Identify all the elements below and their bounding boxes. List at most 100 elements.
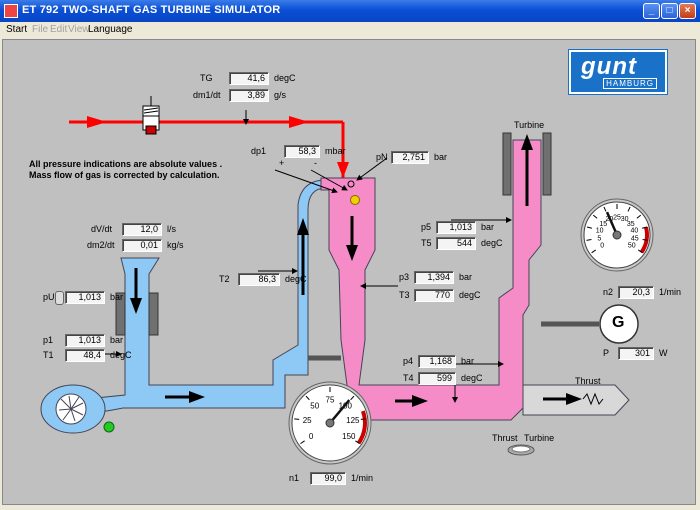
generator: [599, 304, 639, 344]
readout-dm2dt-unit: kg/s: [167, 240, 184, 250]
generator-label: G: [612, 314, 625, 331]
gauge-n1-tick-label: 25: [303, 416, 312, 425]
readout-t2-unit: degC: [285, 274, 307, 284]
readout-dvdt-unit: l/s: [167, 224, 176, 234]
readout-tg-unit: degC: [274, 73, 296, 83]
gauge-n1-needle: [329, 399, 351, 424]
readout-p5-unit: bar: [481, 222, 495, 232]
readout-p3-unit: bar: [459, 272, 473, 282]
title-bar: ET 792 TWO-SHAFT GAS TURBINE SIMULATOR _…: [0, 0, 700, 22]
readout-tg-label: TG: [200, 73, 213, 83]
maximize-button[interactable]: □: [661, 3, 678, 19]
gauge-n2-tick: [638, 249, 643, 254]
readout-t5-label: T5: [421, 238, 432, 248]
gauge-n2-tick-label: 35: [627, 221, 635, 228]
gauge-n1-tick-label: 75: [326, 396, 335, 405]
gauge-n2-tick-label: 5: [597, 235, 601, 242]
gauge-n2-tick-label: 40: [630, 228, 638, 235]
svg-text:+: +: [279, 158, 284, 168]
gauge-n1-tick: [355, 440, 360, 445]
gunt-logo: gunt HAMBURG: [569, 50, 667, 94]
logo-brand: gunt: [581, 53, 637, 80]
readout-pn-unit: bar: [434, 152, 448, 162]
gauge-n1-tick: [350, 395, 355, 401]
readout-tg-value: 41,6: [229, 72, 269, 85]
app-icon: [4, 4, 18, 18]
readout-t4-value: 599: [418, 372, 456, 385]
gauge-n1-tick: [305, 395, 310, 401]
readout-p1-unit: bar: [110, 335, 124, 345]
readout-t2-value: 86,3: [238, 273, 280, 286]
readout-p3-label: p3: [399, 272, 410, 282]
readout-p4-unit: bar: [461, 356, 475, 366]
fuel-line: [69, 116, 349, 180]
readout-p4-value: 1,168: [418, 355, 456, 368]
readout-p1-value: 1,013: [65, 334, 105, 347]
readout-pn-label: pN: [376, 152, 388, 162]
fuel-valve: [142, 96, 160, 135]
gauge-n2: 05101520253035404550: [580, 198, 654, 272]
readout-p-label: P: [603, 348, 610, 358]
readout-n2-label: n2: [603, 287, 614, 297]
readout-p3-value: 1,394: [414, 271, 454, 284]
readout-p5-value: 1,013: [436, 221, 476, 234]
gauge-n2-tick-label: 10: [596, 228, 604, 235]
close-button[interactable]: ×: [679, 3, 696, 19]
readout-dm1dt-label: dm1/dt: [193, 90, 221, 100]
gauge-n1-tick-label: 150: [342, 432, 356, 441]
readout-dm2dt-value: 0,01: [122, 239, 162, 252]
gauge-n2-tick-label: 30: [621, 216, 629, 223]
thrust-turbine-switch[interactable]: [507, 444, 535, 456]
readout-pu-label: pU: [43, 292, 55, 302]
gauge-n2-tick-label: 25: [613, 214, 621, 221]
menu-file[interactable]: File: [32, 24, 49, 35]
gauge-n1-tick: [300, 440, 305, 445]
readout-pu-unit: bar: [110, 292, 124, 302]
readout-dm1dt-value: 3,89: [229, 89, 269, 102]
gauge-n1-tick: [294, 418, 300, 420]
readout-t4-unit: degC: [461, 373, 483, 383]
readout-dvdt-label: dV/dt: [91, 224, 113, 234]
readout-t5-value: 544: [436, 237, 476, 250]
gauge-n2-tick-label: 0: [600, 243, 604, 250]
menu-edit[interactable]: Edit: [50, 24, 68, 35]
readout-t4-label: T4: [403, 373, 414, 383]
readout-dp1-unit: mbar: [325, 146, 346, 156]
thrust-label: Thrust: [575, 376, 601, 386]
gauge-n2-tick: [586, 226, 593, 229]
flow-arrows: [130, 134, 604, 407]
menu-bar: Start File Edit View Language: [0, 22, 700, 38]
status-led: [103, 421, 115, 433]
switch-turbine-label: Turbine: [524, 433, 555, 443]
readout-t2-label: T2: [219, 274, 230, 284]
simulator-panel: +- 0255075100125150 05101520253035404550…: [2, 39, 696, 505]
logo-sub: HAMBURG: [603, 78, 657, 89]
gauge-n1-tick-label: 125: [346, 416, 360, 425]
gauge-n2-tick: [591, 249, 596, 254]
readout-t5-unit: degC: [481, 238, 503, 248]
readout-t3-label: T3: [399, 290, 410, 300]
readout-pn-value: 2,751: [391, 151, 429, 164]
readout-t1-unit: degC: [110, 350, 132, 360]
readout-dp1-value: 58,3: [284, 145, 320, 158]
pu-adjust-knob[interactable]: [55, 291, 64, 305]
menu-start[interactable]: Start: [6, 24, 28, 35]
gauge-n2-tick: [627, 206, 631, 212]
readout-dm2dt-label: dm2/dt: [87, 240, 115, 250]
menu-view[interactable]: View: [68, 24, 90, 35]
gauge-n1-tick-label: 50: [310, 401, 319, 410]
readout-p-unit: W: [659, 348, 668, 358]
readout-n2-unit: 1/min: [659, 287, 682, 297]
air-flow-path: [40, 179, 327, 434]
readout-t3-unit: degC: [459, 290, 481, 300]
gauge-n2-tick: [641, 226, 648, 229]
menu-language[interactable]: Language: [88, 24, 133, 35]
gauge-n1: 0255075100125150: [288, 381, 372, 465]
gauge-n2-tick: [586, 239, 592, 241]
gauge-n1-red-zone: [356, 410, 367, 445]
readout-n1-value: 99,0: [310, 472, 346, 485]
gauge-n1-tick: [360, 418, 366, 420]
pressure-note: All pressure indications are absolute va…: [29, 159, 223, 180]
turbine-label: Turbine: [514, 120, 545, 130]
minimize-button[interactable]: _: [643, 3, 660, 19]
